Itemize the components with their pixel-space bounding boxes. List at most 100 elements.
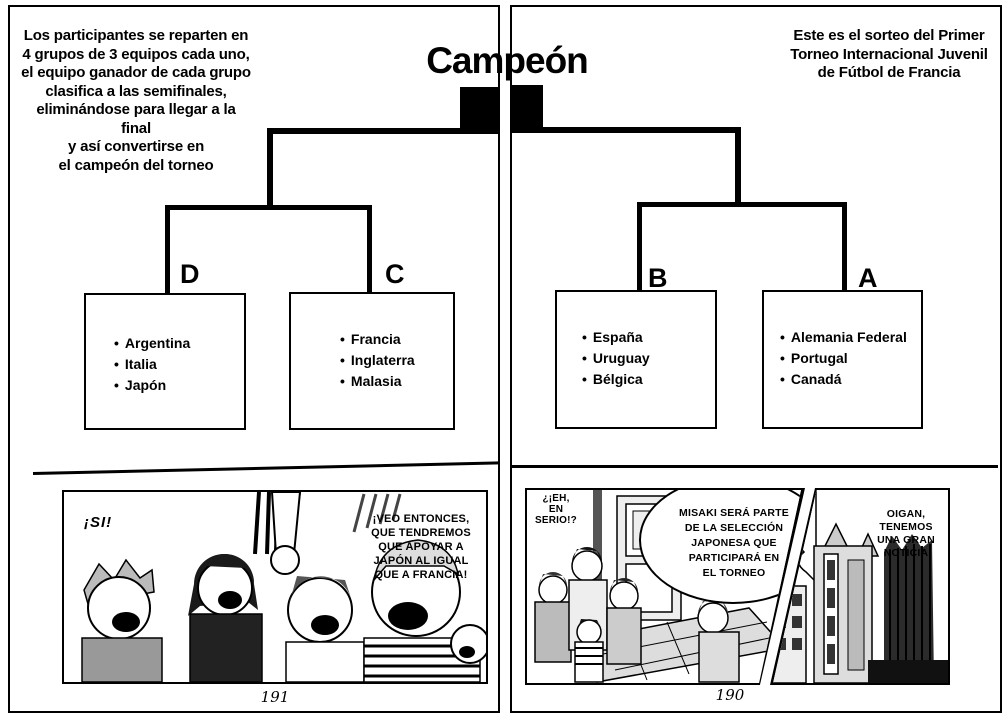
bubble-line: DE LA SELECCIÓN — [684, 522, 784, 534]
team-list-c: • Francia •Inglaterra • Malasia — [340, 329, 415, 392]
dialogue-line: NOTICIA — [883, 547, 929, 559]
team-row: •Argentina — [114, 333, 190, 354]
team-name: Alemania Federal — [790, 329, 907, 345]
bullet: • — [114, 377, 119, 393]
group-letter-a: A — [858, 263, 878, 293]
group-box-d — [84, 293, 246, 430]
bullet: • — [582, 350, 587, 366]
shout-line: ¿¡EH, — [542, 493, 570, 504]
bubble-line: JAPONESA QUE — [691, 537, 777, 549]
dialogue-line: ¡VEO ENTONCES, — [372, 513, 470, 525]
dialogue-line: UNA GRAN — [877, 534, 935, 546]
bracket-line — [637, 202, 642, 292]
intro-line: Torneo Internacional Juvenil — [790, 45, 988, 63]
bubble-text: MISAKI SERÁ PARTE DE LA SELECCIÓN JAPONE… — [673, 506, 795, 581]
page-number-left: 191 — [260, 688, 290, 706]
dialogue-text: ¡VEO ENTONCES, QUE TENDREMOS QUE APOYAR … — [362, 512, 480, 582]
bullet: • — [780, 371, 785, 387]
group-box-a — [762, 290, 923, 429]
team-row: • Portugal — [780, 348, 907, 369]
champion-square-right — [512, 85, 543, 133]
team-row: •Inglaterra — [340, 350, 415, 371]
team-name: Uruguay — [592, 350, 650, 366]
separator-rule — [512, 465, 998, 468]
interior-panel: ¿¡EH, EN SERIO!? MISAKI SERÁ PARTE DE LA… — [525, 488, 805, 685]
team-name: España — [592, 329, 643, 345]
dialogue-line: JAPÓN AL IGUAL — [373, 555, 469, 567]
group-letter-d: D — [180, 259, 200, 289]
bracket-line — [367, 205, 372, 294]
bullet: • — [340, 352, 345, 368]
team-list-a: • Alemania Federal • Portugal • Canadá — [780, 327, 907, 390]
bracket-line — [735, 127, 741, 207]
bubble-line: PARTICIPARÁ EN — [688, 552, 780, 564]
bullet: • — [582, 371, 587, 387]
bullet: • — [340, 331, 345, 347]
bullet: • — [114, 356, 119, 372]
bubble-line: MISAKI SERÁ PARTE — [679, 507, 789, 519]
champion-square-left — [460, 87, 498, 133]
team-row: • España — [582, 327, 650, 348]
team-row: • Canadá — [780, 369, 907, 390]
team-list-d: •Argentina • Italia • Japón — [114, 333, 190, 396]
bullet: • — [780, 329, 785, 345]
team-row: • Bélgica — [582, 369, 650, 390]
bullet: • — [780, 350, 785, 366]
street-panel-inner: OIGAN, TENEMOS UNA GRAN NOTICIA — [773, 490, 948, 683]
team-name: Bélgica — [592, 371, 643, 387]
interior-panel-inner: ¿¡EH, EN SERIO!? MISAKI SERÁ PARTE DE LA… — [527, 490, 802, 683]
group-box-c — [289, 292, 455, 430]
dialogue-line: OIGAN, — [886, 508, 926, 520]
right-page: Este es el sorteo del Primer Torneo Inte… — [510, 5, 1002, 713]
dialogue-line: QUE TENDREMOS — [371, 527, 471, 539]
bracket-line — [165, 205, 372, 210]
group-letter-c: C — [385, 259, 405, 289]
team-name: Francia — [350, 331, 401, 347]
team-row: • Japón — [114, 375, 190, 396]
group-box-b — [555, 290, 717, 429]
dialogue-line: QUE A FRANCIA! — [374, 569, 468, 581]
intro-text-right: Este es el sorteo del Primer Torneo Inte… — [784, 27, 994, 83]
bullet: • — [340, 373, 345, 389]
team-row: • Italia — [114, 354, 190, 375]
tournament-title: Campeón — [426, 40, 589, 81]
intro-text-left: Los participantes se reparten en 4 grupo… — [20, 27, 252, 175]
bullet: • — [582, 329, 587, 345]
intro-line: Los participantes se reparten en — [23, 27, 249, 44]
bracket-line — [165, 205, 170, 295]
team-row: • Malasia — [340, 371, 415, 392]
intro-line: de Fútbol de Francia — [817, 64, 961, 81]
intro-line: 4 grupos de 3 equipos cada uno, — [22, 45, 250, 63]
bracket-line — [637, 202, 847, 207]
team-name: Malasia — [350, 373, 402, 389]
crowd-panel: ¡SI! ¡VEO ENTONCES, QUE TENDREMOS QUE AP… — [62, 490, 488, 684]
team-name: Japón — [124, 377, 167, 393]
dialogue-text: OIGAN, TENEMOS UNA GRAN NOTICIA — [868, 508, 944, 560]
dialogue-line: QUE APOYAR A — [378, 541, 464, 553]
left-page: Los participantes se reparten en 4 grupo… — [8, 5, 500, 713]
shout-line: EN — [548, 504, 564, 515]
shout-text: ¡SI! — [84, 514, 113, 531]
bullet: • — [114, 335, 119, 351]
speech-bubble — [639, 490, 802, 604]
bracket-line — [267, 128, 498, 134]
team-list-b: • España • Uruguay • Bélgica — [582, 327, 650, 390]
intro-line: clasifica a las semifinales, — [45, 82, 227, 100]
team-name: Portugal — [790, 350, 848, 366]
intro-line: Este es el sorteo del Primer — [793, 27, 985, 44]
team-name: Canadá — [790, 371, 842, 387]
intro-line: eliminándose para llegar a la final — [36, 101, 236, 137]
bracket-line — [267, 128, 273, 210]
bracket-line — [512, 127, 741, 133]
bubble-line: EL TORNEO — [702, 567, 766, 579]
separator-rule — [32, 461, 500, 475]
team-row: • Uruguay — [582, 348, 650, 369]
bracket-line — [842, 202, 847, 292]
intro-line: el campeón del torneo — [58, 156, 214, 174]
dialogue-line: TENEMOS — [879, 521, 933, 533]
crowd-artwork — [81, 492, 486, 682]
team-name: Italia — [124, 356, 157, 372]
shout-line: SERIO!? — [535, 515, 577, 526]
intro-line: el equipo ganador de cada grupo — [21, 64, 251, 81]
